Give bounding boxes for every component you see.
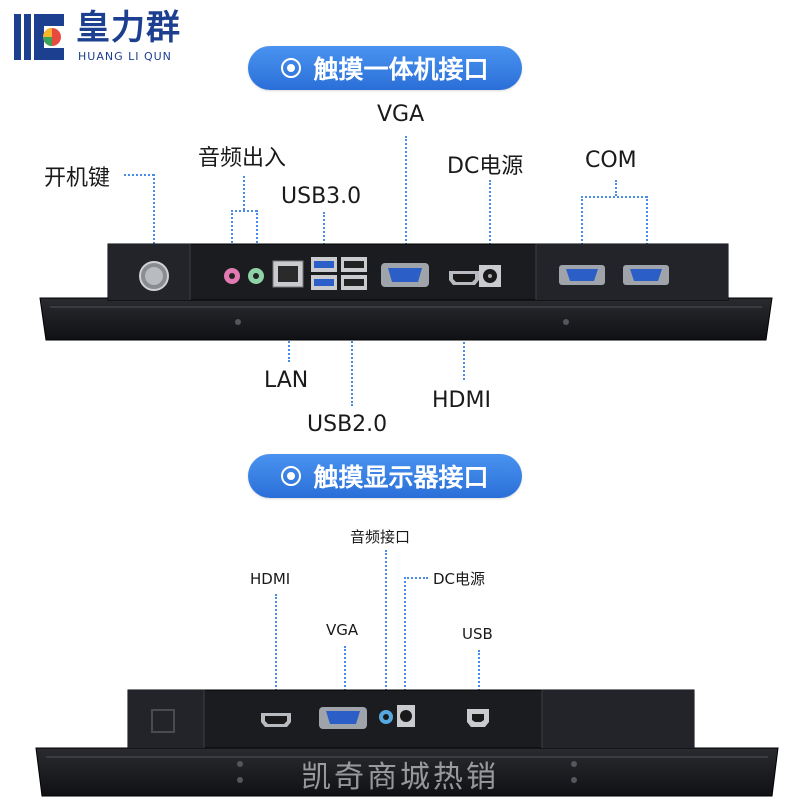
audio-jack-icon bbox=[379, 710, 393, 724]
leader-com-stem bbox=[615, 180, 617, 196]
label-usb3: USB3.0 bbox=[281, 184, 362, 209]
usb-port-icon bbox=[341, 257, 367, 290]
section-title-text: 触摸显示器接口 bbox=[313, 463, 489, 492]
leader-dc bbox=[489, 180, 491, 264]
radio-dot-icon bbox=[281, 58, 302, 78]
leader-com-v1 bbox=[581, 196, 583, 264]
leader-usb2 bbox=[351, 290, 353, 406]
com-port-icon bbox=[623, 265, 669, 285]
leader-audio-2 bbox=[385, 550, 387, 702]
com-port-icon bbox=[559, 265, 605, 285]
leader-audio-h bbox=[231, 210, 257, 212]
label-dc-power: DC电源 bbox=[447, 154, 524, 179]
label-hdmi: HDMI bbox=[432, 388, 491, 413]
brand-name-en: HUANG LI QUN bbox=[78, 50, 172, 63]
label-hdmi-2: HDMI bbox=[250, 570, 291, 588]
label-dc-power-2: DC电源 bbox=[433, 570, 486, 588]
leader-usb3 bbox=[323, 212, 325, 260]
usb-b-port-icon bbox=[467, 709, 489, 727]
leader-usb-2 bbox=[478, 650, 480, 706]
leader-vga bbox=[405, 136, 407, 260]
dc-jack-icon bbox=[479, 265, 501, 287]
leader-power-v bbox=[153, 174, 155, 256]
label-audio-io: 音频出入 bbox=[198, 146, 287, 171]
watermark-text: 凯奇商城热销 bbox=[301, 760, 499, 795]
audio-jack-icon bbox=[248, 268, 264, 284]
section-title-monitor: 触摸显示器接口 bbox=[248, 454, 522, 498]
label-usb2: USB2.0 bbox=[307, 412, 388, 437]
dc-jack-icon bbox=[397, 705, 415, 727]
label-usb-2: USB bbox=[462, 625, 493, 643]
radio-dot-icon bbox=[281, 466, 302, 486]
leader-com-h bbox=[581, 196, 647, 198]
section-title-text: 触摸一体机接口 bbox=[313, 55, 489, 84]
vga-port-icon bbox=[319, 707, 367, 729]
hdmi-port-icon bbox=[261, 713, 291, 727]
leader-audio-v1 bbox=[231, 210, 233, 262]
brand-name: 皇力群 bbox=[76, 8, 181, 48]
section-title-aio: 触摸一体机接口 bbox=[248, 46, 522, 90]
label-vga-2: VGA bbox=[326, 621, 359, 639]
audio-jack-icon bbox=[224, 268, 240, 284]
label-audio-port: 音频接口 bbox=[350, 528, 411, 546]
leader-vga-2 bbox=[344, 646, 346, 706]
leader-power-h bbox=[124, 174, 154, 176]
brand-logo-icon bbox=[14, 14, 64, 60]
usb-port-icon bbox=[311, 257, 337, 290]
leader-dc-2-h bbox=[404, 577, 428, 579]
leader-com-v2 bbox=[646, 196, 648, 264]
rj45-port-icon bbox=[272, 260, 304, 288]
power-button-icon bbox=[139, 261, 169, 291]
leader-audio-stem bbox=[243, 176, 245, 210]
hdmi-port-icon bbox=[449, 271, 479, 285]
leader-dc-2-v bbox=[404, 577, 406, 703]
label-vga: VGA bbox=[377, 102, 425, 127]
label-power-key: 开机键 bbox=[44, 166, 111, 191]
label-lan: LAN bbox=[264, 368, 309, 393]
leader-hdmi-2 bbox=[275, 594, 277, 706]
label-com: COM bbox=[585, 148, 637, 173]
leader-audio-v2 bbox=[256, 210, 258, 262]
vga-port-icon bbox=[381, 263, 429, 287]
